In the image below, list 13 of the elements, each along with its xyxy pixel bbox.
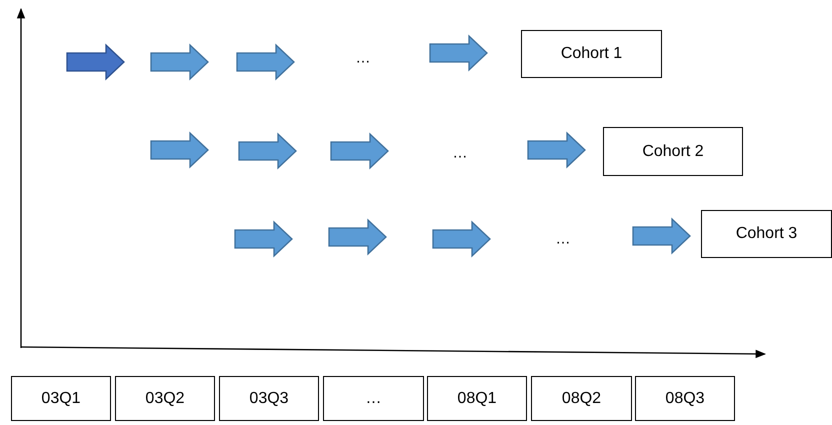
period-box: 03Q1	[11, 376, 111, 421]
period-box: …	[323, 376, 424, 421]
period-box: 03Q2	[115, 376, 215, 421]
period-box: 03Q3	[219, 376, 319, 421]
period-box: 08Q2	[531, 376, 632, 421]
cohort-box: Cohort 1	[521, 30, 662, 78]
period-box: 08Q3	[635, 376, 735, 421]
cohort-box: Cohort 3	[701, 210, 832, 258]
cohort-box: Cohort 2	[603, 127, 743, 176]
ellipsis-label: …	[452, 144, 468, 162]
ellipsis-label: …	[556, 230, 570, 248]
period-box: 08Q1	[427, 376, 527, 421]
ellipsis-label: …	[356, 50, 370, 66]
